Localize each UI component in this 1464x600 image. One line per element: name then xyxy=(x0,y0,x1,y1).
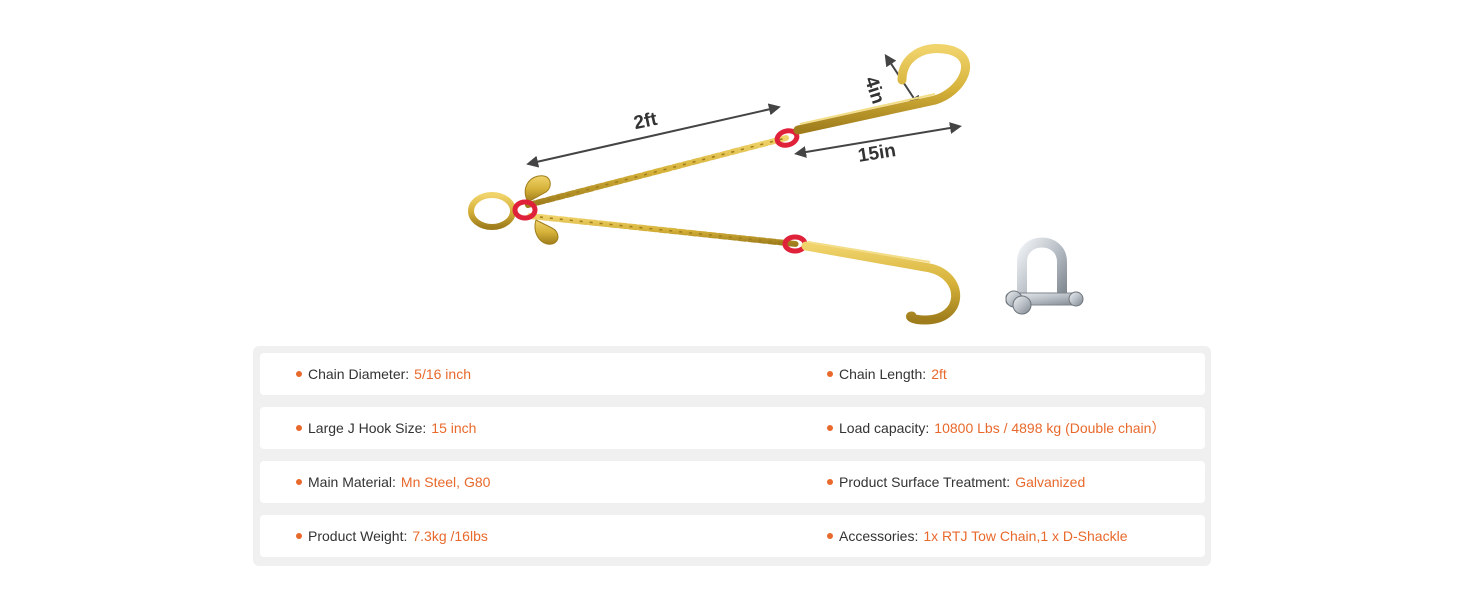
spec-item-weight: Product Weight: 7.3kg /16lbs xyxy=(296,515,488,557)
spec-label: Chain Length: xyxy=(839,366,927,382)
j-hook-lower xyxy=(801,241,961,325)
spec-label: Main Material: xyxy=(308,474,396,490)
spec-value: 1x RTJ Tow Chain,1 x D-Shackle xyxy=(923,528,1128,544)
red-link-ring xyxy=(512,199,538,221)
spec-row: Large J Hook Size: 15 inch Load capacity… xyxy=(260,407,1205,449)
bullet-icon xyxy=(827,425,833,431)
spec-item-load-capacity: Load capacity: 10800 Lbs / 4898 kg (Doub… xyxy=(827,407,1165,449)
grab-hook-bottom xyxy=(534,219,559,245)
bullet-icon xyxy=(296,371,302,377)
spec-label: Accessories: xyxy=(839,528,919,544)
spec-value: 7.3kg /16lbs xyxy=(412,528,488,544)
spec-label: Product Weight: xyxy=(308,528,408,544)
spec-label: Product Surface Treatment: xyxy=(839,474,1011,490)
upper-chain xyxy=(525,135,789,208)
master-ring xyxy=(468,192,516,230)
spec-value: 2ft xyxy=(931,366,947,382)
spec-label: Load capacity: xyxy=(839,420,930,436)
dimension-arrow-2ft xyxy=(526,103,781,168)
bullet-icon xyxy=(827,533,833,539)
bullet-icon xyxy=(296,479,302,485)
j-hook-upper xyxy=(793,44,970,135)
spec-row: Main Material: Mn Steel, G80 Product Sur… xyxy=(260,461,1205,503)
spec-item-accessories: Accessories: 1x RTJ Tow Chain,1 x D-Shac… xyxy=(827,515,1127,557)
bullet-icon xyxy=(827,479,833,485)
spec-label: Chain Diameter: xyxy=(308,366,410,382)
product-illustration: 2ft 15in 4in xyxy=(468,44,1084,325)
spec-value: Galvanized xyxy=(1015,474,1086,490)
spec-item-surface-treatment: Product Surface Treatment: Galvanized xyxy=(827,461,1085,503)
spec-row: Product Weight: 7.3kg /16lbs Accessories… xyxy=(260,515,1205,557)
spec-item-chain-length: Chain Length: 2ft xyxy=(827,353,947,395)
dimension-arrow-15in xyxy=(794,122,962,158)
spec-label: Large J Hook Size: xyxy=(308,420,427,436)
spec-value: 15 inch xyxy=(431,420,477,436)
spec-value: Mn Steel, G80 xyxy=(400,474,491,490)
bullet-icon xyxy=(296,425,302,431)
d-shackle xyxy=(1005,237,1084,315)
bullet-icon xyxy=(296,533,302,539)
red-link-upper xyxy=(774,128,800,148)
spec-item-material: Main Material: Mn Steel, G80 xyxy=(296,461,490,503)
grab-hook-top xyxy=(524,175,551,203)
spec-value: 5/16 inch xyxy=(414,366,471,382)
spec-panel: Chain Diameter: 5/16 inch Chain Length: … xyxy=(253,346,1211,566)
spec-row: Chain Diameter: 5/16 inch Chain Length: … xyxy=(260,353,1205,395)
spec-item-chain-diameter: Chain Diameter: 5/16 inch xyxy=(296,353,471,395)
chain-hook-drawing xyxy=(468,44,1084,325)
bullet-icon xyxy=(827,371,833,377)
spec-value: 10800 Lbs / 4898 kg (Double chain） xyxy=(934,420,1166,436)
spec-item-hook-size: Large J Hook Size: 15 inch xyxy=(296,407,476,449)
